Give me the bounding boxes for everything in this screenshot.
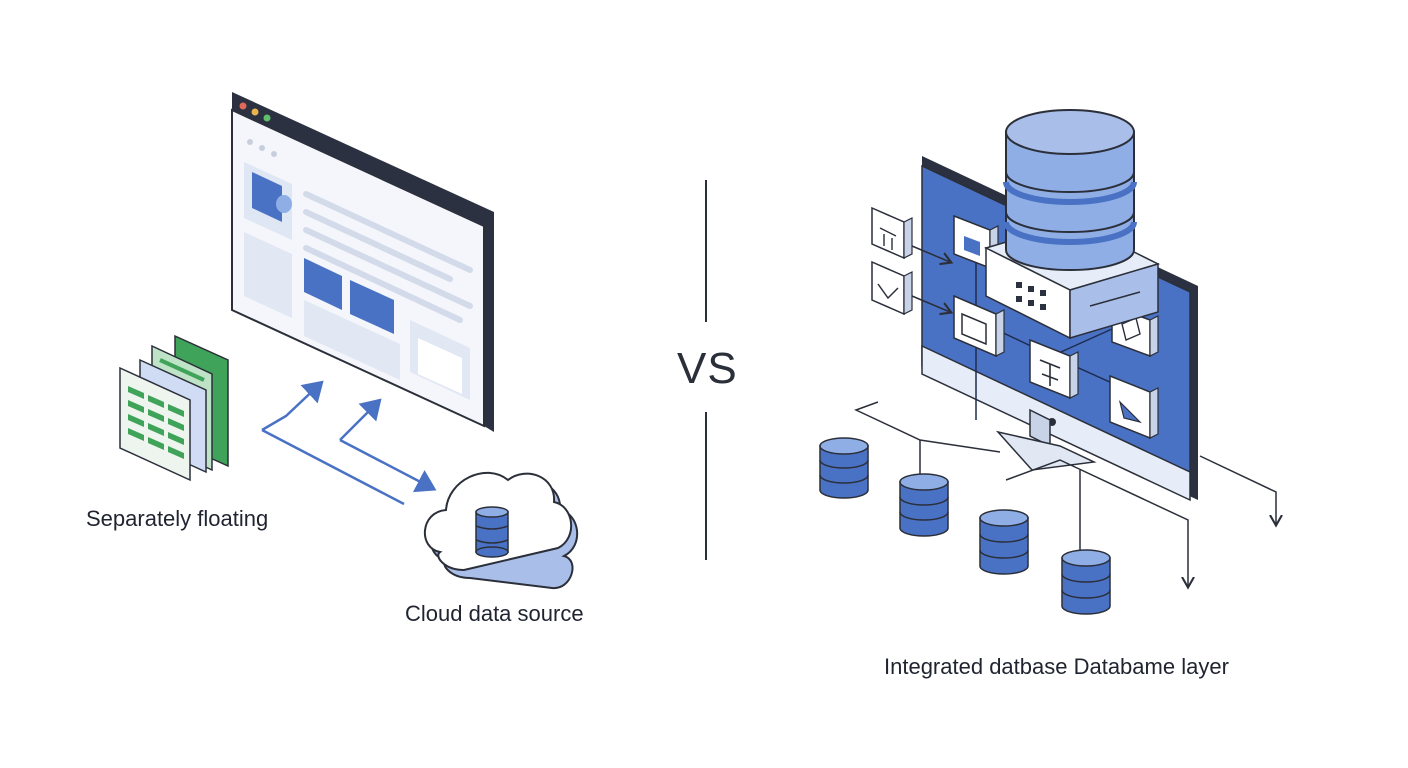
spreadsheet-stack-icon <box>119 334 229 482</box>
integrated-database-label: Integrated datbase Databame layer <box>884 654 1229 679</box>
cloud-database-icon <box>424 471 579 590</box>
separately-floating-label: Separately floating <box>86 506 269 531</box>
cloud-data-source-label: Cloud data source <box>405 601 584 626</box>
browser-window-icon <box>231 92 494 432</box>
central-database-icon <box>983 109 1161 340</box>
node-tile-3 <box>1029 338 1079 400</box>
connection-lines <box>854 401 1276 586</box>
side-tile-1 <box>871 206 913 260</box>
vs-label: VS <box>677 344 738 393</box>
database-cylinder-1 <box>819 437 869 499</box>
side-tile-2 <box>871 260 913 316</box>
node-tile-4 <box>1109 374 1159 440</box>
database-cylinder-4 <box>1061 549 1111 615</box>
node-tile-2 <box>953 294 1005 358</box>
database-cylinder-2 <box>899 473 949 537</box>
flow-arrows <box>261 380 437 506</box>
database-cylinder-3 <box>979 509 1029 575</box>
